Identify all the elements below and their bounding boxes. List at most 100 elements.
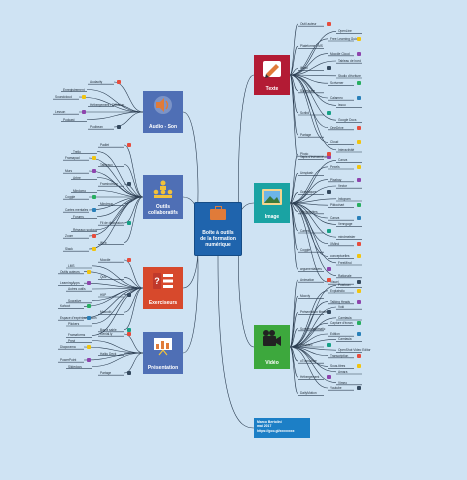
leaf-image[interactable]: Piktochart [330, 203, 345, 208]
leaf-texte[interactable]: Tableau de bord [338, 59, 361, 63]
leaf-presentation[interactable]: Partage [100, 371, 112, 375]
leaf-video[interactable]: OpenShot Video Editor [338, 348, 371, 353]
leaf-image[interactable]: Canva [338, 158, 348, 163]
leaf-exercises[interactable]: Plickers [68, 321, 80, 326]
leaf-video[interactable]: Présentation filmée [300, 310, 328, 315]
leaf-presentation[interactable]: Diaporama [60, 345, 76, 349]
leaf-collab[interactable]: Coggle [65, 195, 76, 199]
leaf-exercises[interactable]: LearningApps [60, 281, 80, 286]
leaf-audio[interactable]: Podcast [63, 117, 75, 122]
leaf-collab[interactable]: Arbre [73, 175, 81, 180]
leaf-video[interactable]: Capture d'écran [330, 321, 353, 326]
leaf-collab[interactable]: Framapad [65, 156, 80, 160]
leaf-texte[interactable]: OneDrive [330, 125, 344, 130]
leaf-exercises[interactable]: Outils auteurs [60, 269, 80, 274]
leaf-exercises[interactable]: Moocdb [100, 310, 112, 315]
leaf-exercises[interactable]: Kahoot [60, 304, 71, 309]
leaf-video[interactable]: Talking Heads [330, 299, 351, 304]
leaf-collab[interactable]: Web [100, 240, 107, 245]
leaf-collab[interactable]: Réseaux sociaux [73, 227, 98, 232]
leaf-collab[interactable]: Tableaux [100, 162, 113, 167]
leaf-collab[interactable]: Mindomo [73, 188, 87, 193]
leaf-presentation[interactable]: PowerPoint [60, 358, 77, 362]
leaf-texte[interactable]: Issuu [338, 103, 346, 108]
leaf-collab[interactable]: Cartes mentales [65, 208, 89, 212]
leaf-exercises[interactable]: Quiz [100, 275, 107, 280]
leaf-texte[interactable]: Word [300, 66, 308, 71]
leaf-video[interactable]: Wevideo [300, 342, 313, 347]
leaf-presentation[interactable]: Genial.ly [100, 332, 113, 336]
leaf-image[interactable]: Infogram [338, 196, 351, 201]
leaf-exercises[interactable]: Socrative [68, 298, 82, 303]
leaf-video[interactable]: Transcription [330, 353, 349, 358]
leaf-texte[interactable]: Moodle Cloud [330, 51, 350, 56]
leaf-collab[interactable]: Murs [65, 169, 73, 173]
leaf-texte[interactable]: Outil auteur [300, 22, 317, 26]
leaf-collab[interactable]: Trello [73, 149, 81, 154]
leaf-collab[interactable]: Zoom [65, 234, 74, 238]
leaf-texte[interactable]: Calameo [330, 96, 343, 100]
leaf-texte[interactable]: Scribd [300, 110, 310, 115]
leaf-audio[interactable]: Podbean [90, 125, 103, 129]
leaf-audio[interactable]: Enregistrement [63, 87, 85, 92]
leaf-texte[interactable]: OpenLine [338, 29, 352, 34]
leaf-exercises[interactable]: Autres outils [68, 287, 86, 291]
leaf-collab[interactable]: Padlet [100, 143, 110, 147]
leaf-exercises[interactable]: Espace d'expérimentation [60, 316, 97, 320]
leaf-collab[interactable]: Forums [73, 214, 84, 219]
leaf-video[interactable]: Hébergement [300, 375, 320, 380]
leaf-image[interactable]: Cartes [300, 228, 310, 233]
leaf-image[interactable]: FreeMind [338, 260, 352, 265]
leaf-video[interactable]: Explaindio [330, 288, 345, 293]
leaf-video[interactable]: Powtoon [338, 283, 351, 288]
leaf-texte[interactable]: Plateforme LMS [300, 44, 323, 49]
leaf-video[interactable]: oTranscribe [300, 359, 317, 363]
author-url[interactable]: https://goo.gl/xxxxxxxx [257, 428, 295, 433]
leaf-video[interactable]: Moovly [300, 294, 311, 299]
leaf-video[interactable]: Vimeo [338, 380, 347, 385]
central-topic[interactable]: Boîte à outils de la formation numérique [194, 202, 242, 256]
leaf-texte[interactable]: Scrivener [330, 81, 344, 86]
topic-image[interactable]: Image [254, 183, 290, 223]
leaf-video[interactable]: Camtasia [338, 315, 352, 320]
leaf-texte[interactable]: Tapis d'évènements [300, 155, 329, 160]
leaf-exercises[interactable]: H5P [100, 292, 107, 297]
leaf-video[interactable]: Edition [330, 332, 340, 336]
leaf-exercises[interactable]: LMS [68, 263, 75, 268]
leaf-image[interactable]: Pixabay [330, 177, 342, 182]
leaf-image[interactable]: Photo [300, 152, 309, 156]
leaf-collab[interactable]: Mindmup [100, 201, 114, 206]
leaf-video[interactable]: Voki [338, 305, 345, 309]
leaf-presentation[interactable]: Prezi [68, 338, 76, 343]
leaf-video[interactable]: Animation [300, 278, 315, 282]
leaf-image[interactable]: Infographies [300, 209, 318, 214]
leaf-audio[interactable]: Lesson [55, 110, 66, 114]
leaf-video[interactable]: Camtasia [338, 337, 352, 342]
leaf-texte[interactable]: Google Docs [338, 118, 357, 123]
topic-audio[interactable]: Audio - Son [143, 91, 183, 133]
leaf-video[interactable]: Amara [338, 369, 348, 374]
leaf-image[interactable]: Rationale [338, 273, 352, 278]
leaf-texte[interactable]: Interactivité [338, 147, 355, 152]
topic-collab[interactable]: Outils collaboratifs [143, 175, 183, 219]
leaf-audio[interactable]: Hébergement / Diffusion [90, 102, 125, 107]
leaf-exercises[interactable]: Bac à sable [100, 327, 117, 332]
leaf-image[interactable]: Visuel [330, 280, 339, 284]
leaf-image[interactable]: Venngage [338, 222, 353, 227]
leaf-video[interactable]: DailyMotion [300, 391, 317, 396]
leaf-collab[interactable]: Slack [65, 247, 73, 251]
leaf-audio[interactable]: Audacity [90, 80, 103, 84]
leaf-texte[interactable]: Partage [300, 133, 312, 137]
leaf-texte[interactable]: Studio d'écriture [338, 73, 361, 78]
leaf-exercises[interactable]: Framaforms [68, 333, 86, 338]
leaf-texte[interactable]: Cloud [330, 140, 339, 145]
leaf-image[interactable]: Coggle [300, 248, 311, 252]
leaf-image[interactable]: Graphiques [300, 190, 317, 195]
leaf-presentation[interactable]: Haiku Deck [100, 351, 117, 356]
leaf-image[interactable]: Canva [330, 216, 340, 220]
leaf-image[interactable]: Vector [338, 184, 348, 188]
leaf-collab[interactable]: Fil de discussion [100, 221, 124, 225]
leaf-image[interactable]: mindmeister [338, 235, 356, 240]
leaf-exercises[interactable]: Moodle [100, 258, 111, 262]
leaf-presentation[interactable]: Slidedocs [68, 364, 82, 369]
